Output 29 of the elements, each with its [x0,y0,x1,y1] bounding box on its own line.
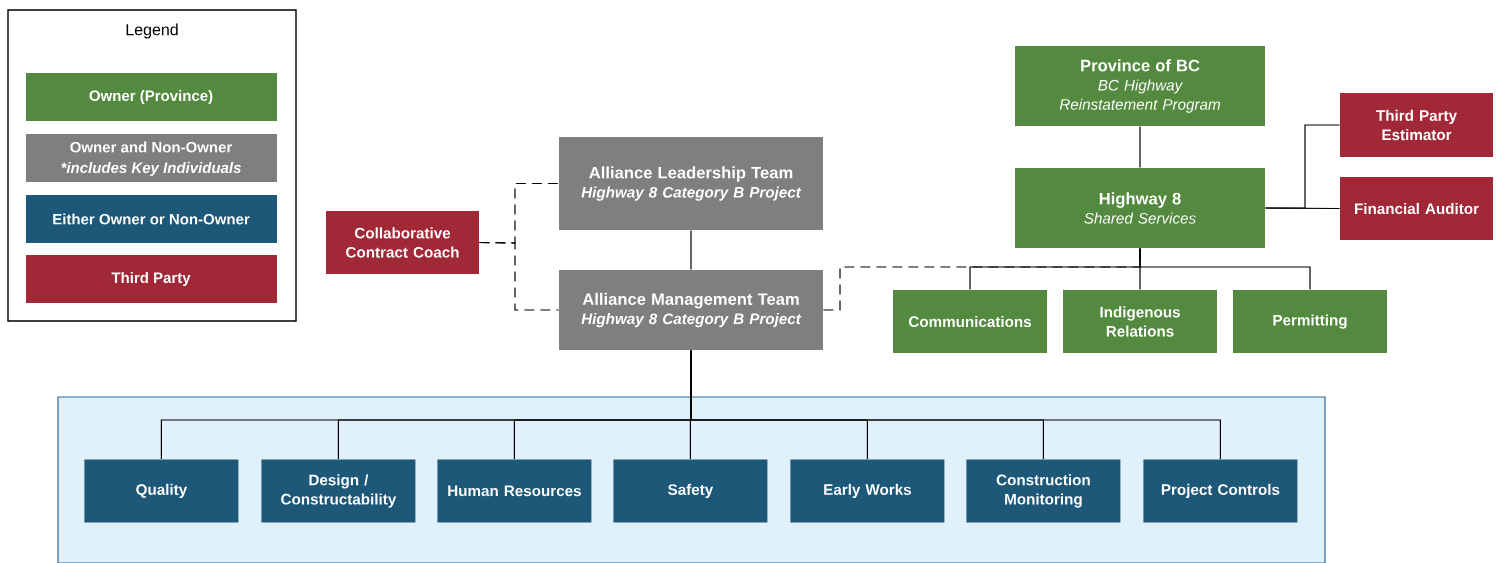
org-box: Province of BC BC Highway Reinstatement Program [1015,46,1265,126]
org-box: Construction Monitoring [966,459,1121,523]
org-box: Communications [893,290,1047,353]
org-box: Collaborative Contract Coach [326,211,479,274]
org-box: Safety [613,459,768,523]
org-box: Indigenous Relations [1063,290,1217,353]
connector [690,229,692,271]
org-box: Financial Auditor [1340,177,1493,240]
org-box: Human Resources [437,459,592,523]
org-box: Permitting [1233,290,1387,353]
legend-text: Either Owner or Non-Owner [53,213,250,225]
connector [478,241,560,311]
connector [1264,207,1341,210]
legend-text: Owner and Non-Owner [70,141,233,153]
org-box: Quality [84,459,239,523]
org-box: Third Party Estimator [1340,93,1493,157]
connector [1139,125,1141,169]
org-box: Design / Constructability [261,459,416,523]
legend-text: Owner (Province) [89,90,213,104]
org-box: Alliance Management Team Highway 8 Category B Project [559,270,823,350]
legend-note: *includes Key Individuals [61,162,241,176]
legend-title: Legend [126,23,178,39]
legend-text: Third Party [111,272,191,286]
org-box: Alliance Leadership Team Highway 8 Category B Project [559,137,823,230]
connector [1139,247,1311,291]
org-box: Project Controls [1143,459,1298,523]
org-box: Early Works [790,459,945,523]
connector [690,349,1221,460]
org-box: Highway 8 Shared Services [1015,168,1265,248]
